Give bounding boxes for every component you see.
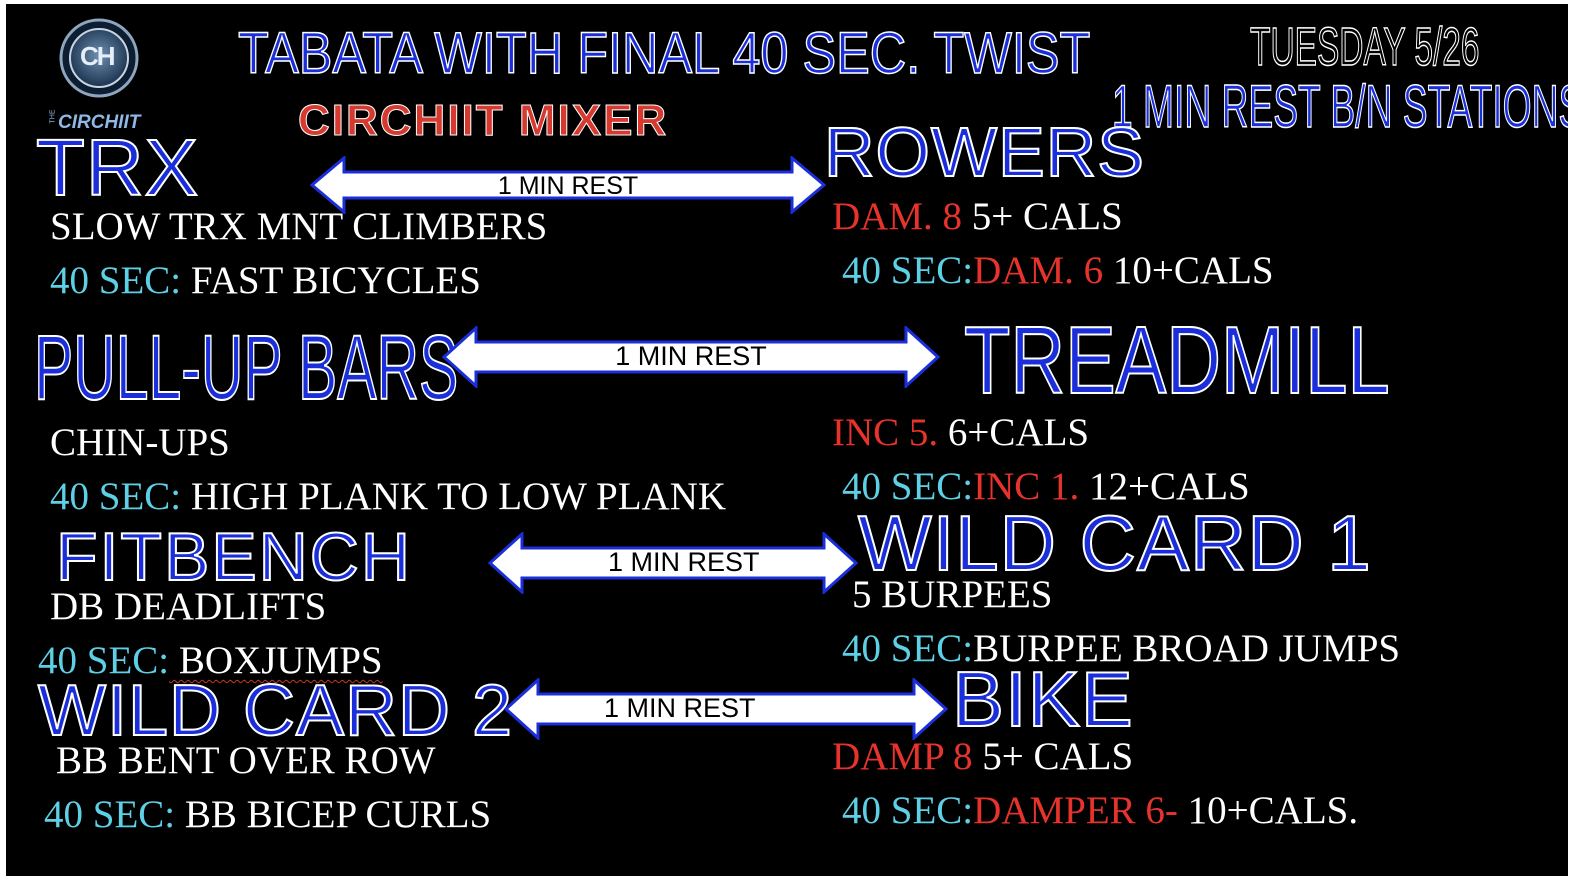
rowers-line1: DAM. 8 5+ CALS [832, 194, 1123, 239]
double-arrow-icon [488, 532, 858, 594]
bike-setting: DAMP 8 [832, 735, 973, 778]
trx-40sec-exercise: FAST BICYCLES [181, 259, 481, 302]
wildcard2-line2: 40 SEC: BB BICEP CURLS [44, 792, 491, 837]
circhiit-logo: CH THE CIRCHIIT [50, 18, 164, 133]
page-title: TABATA WITH FINAL 40 SEC. TWIST [237, 20, 1091, 87]
trx-line1: SLOW TRX MNT CLIMBERS [50, 204, 547, 249]
bike-line2: 40 SEC:DAMPER 6- 10+CALS. [842, 788, 1358, 833]
rest-arrow-3-label: 1 MIN REST [608, 547, 760, 577]
station-title-rowers: ROWERS [823, 112, 1145, 192]
wildcard1-40sec-exercise: BURPEE BROAD JUMPS [973, 627, 1401, 670]
fitbench-40sec-label: 40 SEC: [38, 639, 170, 682]
double-arrow-icon [504, 678, 948, 740]
treadmill-setting: INC 5. [832, 411, 939, 454]
wildcard1-line1: 5 BURPEES [852, 572, 1052, 617]
rowers-target: 5+ CALS [962, 195, 1123, 238]
wildcard1-40sec-label: 40 SEC: [842, 627, 974, 670]
pullup-40sec-label: 40 SEC: [50, 475, 182, 518]
station-title-fitbench: FITBENCH [55, 518, 412, 596]
bike-40sec-setting: DAMPER 6- [973, 789, 1178, 832]
bike-40sec-target: 10+CALS. [1177, 789, 1359, 832]
logo-monogram: CH [80, 41, 116, 71]
rowers-40sec-setting: DAM. 6 [973, 249, 1104, 292]
wildcard1-exercise: 5 BURPEES [852, 573, 1053, 616]
pullup-exercise: CHIN-UPS [50, 421, 230, 464]
bike-40sec-label: 40 SEC: [842, 789, 974, 832]
fitbench-exercise: DB DEADLIFTS [50, 585, 327, 628]
station-title-wildcard1: WILD CARD 1 [857, 498, 1372, 588]
fitbench-line1: DB DEADLIFTS [50, 584, 326, 629]
station-title-wildcard2: WILD CARD 2 [37, 670, 514, 752]
treadmill-line1: INC 5. 6+CALS [832, 410, 1089, 455]
station-title-trx: TRX [35, 122, 199, 213]
rowers-line2: 40 SEC:DAM. 6 10+CALS [842, 248, 1274, 293]
workout-board: CH THE CIRCHIIT TABATA WITH FINAL 40 SEC… [6, 4, 1568, 876]
wildcard2-40sec-label: 40 SEC: [44, 793, 176, 836]
trx-line2: 40 SEC: FAST BICYCLES [50, 258, 481, 303]
pullup-line1: CHIN-UPS [50, 420, 230, 465]
rest-arrow-1: 1 MIN REST [310, 156, 826, 214]
pullup-40sec-exercise: HIGH PLANK TO LOW PLANK [181, 475, 727, 518]
rowers-40sec-target: 10+CALS [1103, 249, 1274, 292]
page-subtitle: CIRCHIIT MIXER [297, 96, 669, 146]
rest-arrow-4: 1 MIN REST [504, 678, 948, 740]
logo-emblem-icon [59, 18, 139, 98]
wildcard1-line2: 40 SEC:BURPEE BROAD JUMPS [842, 626, 1400, 671]
double-arrow-icon [310, 156, 826, 214]
wildcard2-40sec-exercise: BB BICEP CURLS [175, 793, 492, 836]
rest-arrow-4-label: 1 MIN REST [604, 693, 756, 723]
header-rest-note: 1 MIN REST B/N STATIONS [1112, 72, 1568, 141]
trx-40sec-label: 40 SEC: [50, 259, 182, 302]
station-title-pullup: PULL-UP BARS [33, 316, 459, 420]
rest-arrow-3: 1 MIN REST [488, 532, 858, 594]
bike-line1: DAMP 8 5+ CALS [832, 734, 1133, 779]
double-arrow-icon [442, 326, 940, 388]
pullup-line2: 40 SEC: HIGH PLANK TO LOW PLANK [50, 474, 726, 519]
bike-target: 5+ CALS [972, 735, 1134, 778]
fitbench-40sec-exercise: BOXJUMPS [169, 639, 383, 682]
rowers-setting: DAM. 8 [832, 195, 963, 238]
rowers-40sec-label: 40 SEC: [842, 249, 974, 292]
header-date: TUESDAY 5/26 [1250, 16, 1480, 78]
wildcard2-line1: BB BENT OVER ROW [56, 738, 436, 783]
treadmill-40sec-setting: INC 1. [973, 465, 1080, 508]
wildcard2-exercise: BB BENT OVER ROW [56, 739, 436, 782]
station-title-treadmill: TREADMILL [963, 306, 1390, 415]
trx-exercise: SLOW TRX MNT CLIMBERS [50, 205, 548, 248]
station-title-bike: BIKE [951, 654, 1134, 744]
treadmill-40sec-label: 40 SEC: [842, 465, 974, 508]
rest-arrow-2-label: 1 MIN REST [615, 341, 767, 371]
fitbench-line2: 40 SEC: BOXJUMPS [38, 638, 383, 683]
rest-arrow-2: 1 MIN REST [442, 326, 940, 388]
treadmill-line2: 40 SEC:INC 1. 12+CALS [842, 464, 1250, 509]
rest-arrow-1-label: 1 MIN REST [497, 172, 639, 200]
treadmill-40sec-target: 12+CALS [1079, 465, 1250, 508]
treadmill-target: 6+CALS [938, 411, 1090, 454]
logo-brand: CIRCHIIT [58, 112, 141, 133]
